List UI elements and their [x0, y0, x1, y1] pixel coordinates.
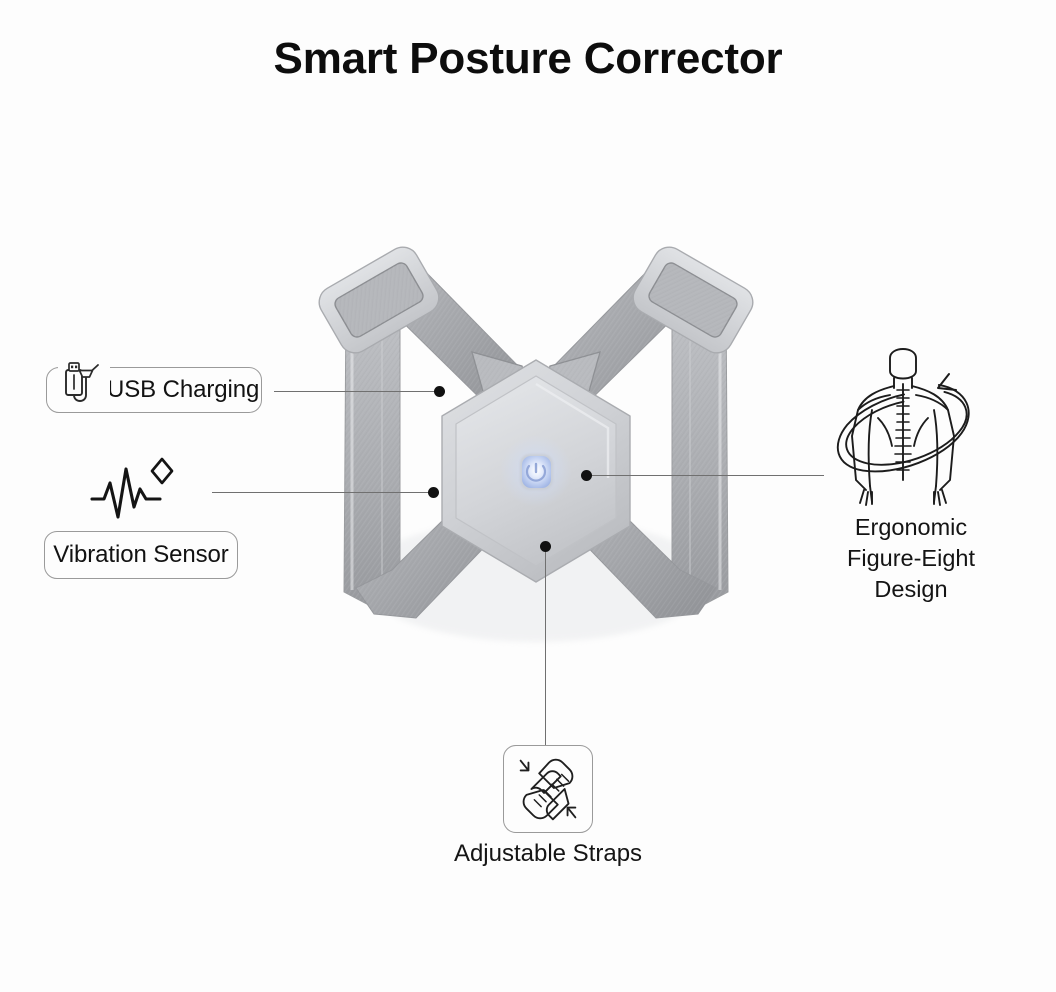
callout-ergonomic-line-1: Ergonomic — [854, 514, 968, 540]
callout-ergonomic-design[interactable]: Ergonomic Figure-Eight Design — [800, 512, 1022, 605]
leader-line-ergonomic — [592, 475, 824, 477]
central-module — [441, 359, 631, 583]
callout-vibration-sensor[interactable]: Vibration Sensor — [44, 531, 238, 579]
strap-buckle-left — [318, 246, 440, 354]
callout-ergonomic-line-2: Figure-Eight — [847, 545, 975, 571]
callout-ergonomic-line-3: Design — [874, 576, 948, 602]
usb-cable-icon — [58, 358, 110, 410]
callout-adjustable-straps[interactable] — [503, 745, 593, 833]
callout-vibration-sensor-label: Vibration Sensor — [53, 541, 229, 568]
leader-dot-usb — [434, 386, 445, 397]
product-image — [318, 246, 754, 642]
leader-line-vibration — [212, 492, 434, 494]
leader-dot-vibration — [428, 487, 439, 498]
page-title: Smart Posture Corrector — [273, 34, 783, 83]
strap-loop-left — [343, 283, 401, 613]
callout-usb-charging-label: USB Charging — [107, 376, 260, 403]
leader-dot-straps — [540, 541, 551, 552]
vibration-waveform-icon — [88, 455, 184, 531]
strap-buckle-right — [632, 246, 754, 354]
human-back-spine-icon — [828, 340, 996, 512]
leader-line-straps — [545, 551, 547, 745]
adjustable-straps-icon — [519, 758, 577, 821]
leader-dot-ergonomic — [581, 470, 592, 481]
leader-line-usb — [274, 391, 440, 393]
callout-adjustable-straps-label: Adjustable Straps — [453, 840, 643, 867]
